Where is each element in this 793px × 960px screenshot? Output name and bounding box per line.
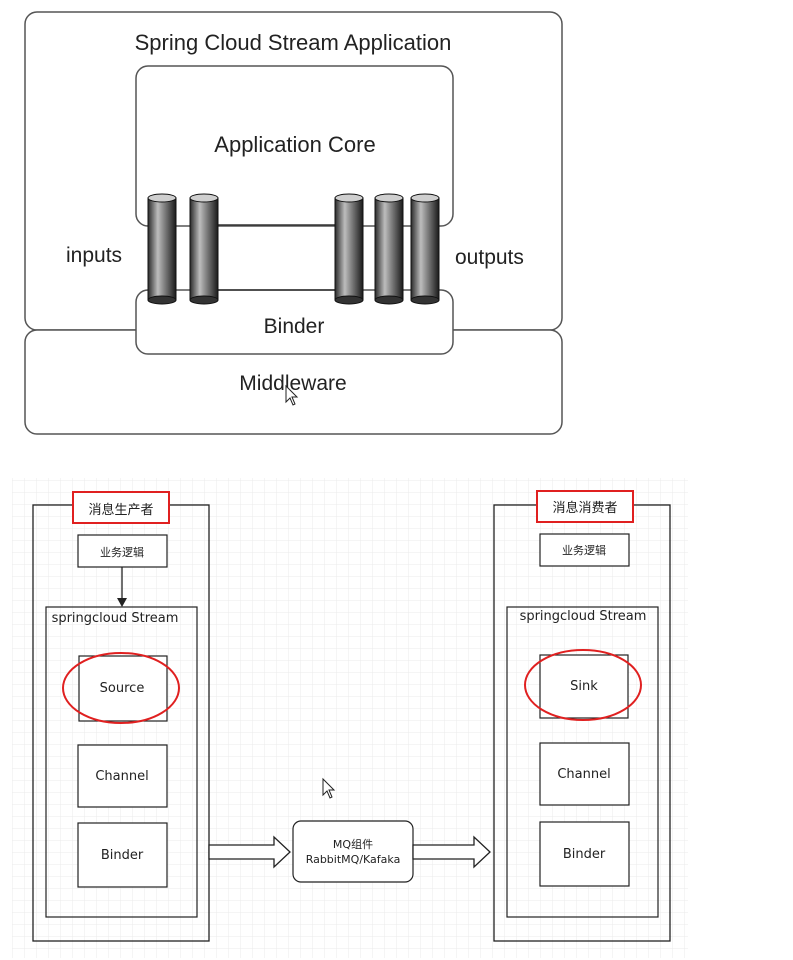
consumer-binder-box xyxy=(539,821,630,887)
inputs-label: inputs xyxy=(66,244,122,267)
producer-business-logic-label: 业务逻辑 xyxy=(100,545,144,559)
producer-stream-box xyxy=(45,606,198,918)
outputs-label: outputs xyxy=(455,246,524,269)
mq-component-label: MQ组件 xyxy=(333,837,373,851)
consumer-stream-label: springcloud Stream xyxy=(520,609,647,624)
input-channel-cylinder xyxy=(147,193,177,305)
input-channel-cylinder xyxy=(189,193,219,305)
producer-business-logic-box xyxy=(77,534,168,568)
sink-box xyxy=(539,654,629,719)
application-title: Spring Cloud Stream Application xyxy=(135,30,452,55)
binder-label: Binder xyxy=(264,315,325,338)
consumer-channel-box xyxy=(539,742,630,806)
mq-component-box xyxy=(292,820,414,883)
sink-label: Sink xyxy=(570,679,598,694)
producer-stream-label: springcloud Stream xyxy=(52,611,179,626)
consumer-business-logic-label: 业务逻辑 xyxy=(562,543,606,557)
consumer-channel-label: Channel xyxy=(557,767,610,782)
mouse-cursor-icon xyxy=(322,777,336,799)
consumer-title: 消息消费者 xyxy=(552,500,617,516)
producer-channel-label: Channel xyxy=(95,769,148,784)
producer-binder-box xyxy=(77,822,168,888)
producer-title: 消息生产者 xyxy=(88,502,153,518)
output-channel-cylinder xyxy=(334,193,364,305)
mq-component-products: RabbitMQ/Kafaka xyxy=(306,853,401,866)
producer-title-highlight xyxy=(72,491,170,524)
consumer-title-highlight xyxy=(536,490,634,523)
producer-arrow-head xyxy=(117,598,127,607)
source-label: Source xyxy=(100,681,145,696)
mq-to-binder-arrow xyxy=(412,835,491,869)
binder-to-mq-arrow xyxy=(208,835,291,869)
output-channel-cylinder xyxy=(374,193,404,305)
mouse-cursor-icon xyxy=(285,384,299,406)
middleware-label: Middleware xyxy=(239,372,346,395)
output-channel-cylinder xyxy=(410,193,440,305)
consumer-business-logic-box xyxy=(539,533,630,567)
source-highlight-ellipse xyxy=(62,652,180,724)
consumer-stream-box xyxy=(506,606,659,918)
source-box xyxy=(78,655,168,722)
producer-binder-label: Binder xyxy=(101,848,144,863)
producer-channel-box xyxy=(77,744,168,808)
consumer-binder-label: Binder xyxy=(563,847,606,862)
application-core-box xyxy=(135,65,454,227)
sink-highlight-ellipse xyxy=(524,649,642,721)
application-core-label: Application Core xyxy=(214,132,375,157)
